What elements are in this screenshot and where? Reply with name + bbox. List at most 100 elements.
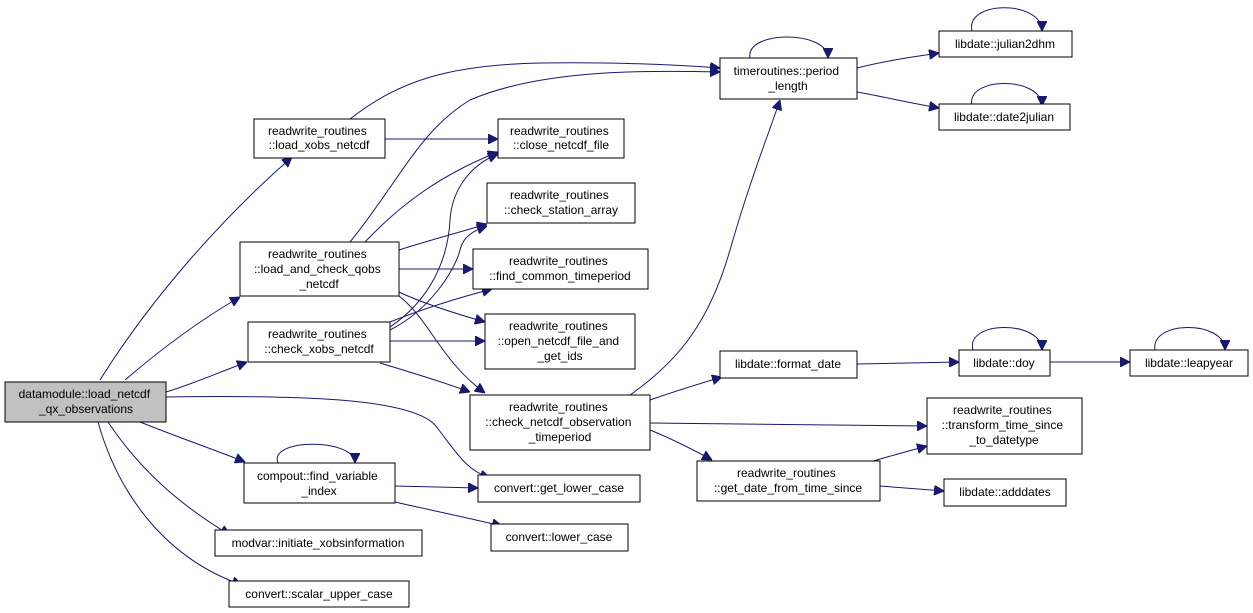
svg-text:modvar::initiate_xobsinformati: modvar::initiate_xobsinformation: [232, 536, 405, 550]
svg-text:compout::find_variable: compout::find_variable _index: [257, 469, 381, 498]
edge: [398, 291, 485, 322]
node-julian2dhm[interactable]: libdate::julian2dhm: [938, 30, 1073, 58]
node-label-line: _qx_observations: [38, 402, 133, 416]
node-label-line: ::check_station_array: [504, 203, 618, 217]
node-get-lower-case[interactable]: convert::get_lower_case: [477, 474, 641, 503]
edge: [749, 36, 828, 59]
node-initiate-xobsinformation[interactable]: modvar::initiate_xobsinformation: [214, 529, 423, 557]
edge: [364, 152, 498, 243]
edge: [394, 501, 502, 526]
svg-text:libdate::adddates: libdate::adddates: [959, 485, 1050, 499]
node-label-line: ::find_common_timeperiod: [489, 269, 630, 283]
edge: [349, 63, 720, 120]
node-label-line: datamodule::load_netcdf: [19, 387, 151, 401]
node-label-line: libdate::adddates: [959, 485, 1050, 499]
node-datamodule-load-netcdf-qx-observations[interactable]: datamodule::load_netcdf _qx_observations: [4, 381, 167, 423]
node-scalar-upper-case[interactable]: convert::scalar_upper_case: [228, 580, 410, 608]
node-label-line: readwrite_routines: [509, 400, 608, 414]
edge: [398, 224, 487, 251]
node-label-line: ::load_xobs_netcdf: [269, 138, 370, 152]
edge: [1154, 327, 1225, 351]
node-label-line: convert::scalar_upper_case: [245, 587, 393, 601]
node-close-netcdf-file[interactable]: readwrite_routines ::close_netcdf_file: [497, 118, 625, 159]
svg-text:convert::scalar_upper_case: convert::scalar_upper_case: [245, 587, 393, 601]
svg-text:readwrite_routines ::l: readwrite_routines ::load_xobs_netcdf: [268, 124, 370, 152]
node-label-line: readwrite_routines: [509, 319, 608, 333]
node-label-line: ::close_netcdf_file: [513, 138, 609, 152]
node-label-line: _timeperiod: [528, 430, 592, 444]
node-label-line: readwrite_routines: [268, 247, 367, 261]
svg-text:timeroutines::period _: timeroutines::period _length: [734, 64, 843, 93]
node-date2julian[interactable]: libdate::date2julian: [938, 103, 1071, 131]
edge: [389, 154, 498, 328]
node-check-netcdf-observation-timeperiod[interactable]: readwrite_routines ::check_netcdf_observ…: [469, 394, 651, 451]
edge: [124, 297, 240, 381]
edge: [869, 446, 927, 463]
node-find-variable-index[interactable]: compout::find_variable _index: [243, 462, 396, 504]
node-lower-case[interactable]: convert::lower_case: [490, 523, 629, 552]
node-label-line: _to_datetype: [968, 433, 1039, 447]
node-label-line: readwrite_routines: [737, 466, 836, 480]
node-leapyear[interactable]: libdate::leapyear: [1129, 349, 1249, 377]
edge: [389, 289, 492, 323]
svg-text:readwrite_routines ::c: readwrite_routines ::check_netcdf_observ…: [485, 400, 634, 444]
svg-text:readwrite_routines ::f: readwrite_routines ::find_common_timeper…: [489, 254, 630, 283]
node-get-date-from-time-since[interactable]: readwrite_routines ::get_date_from_time_…: [696, 460, 881, 502]
svg-text:readwrite_routines ::c: readwrite_routines ::check_xobs_netcdf: [264, 327, 374, 356]
node-label-line: convert::get_lower_case: [494, 481, 624, 495]
node-label-line: readwrite_routines: [510, 188, 609, 202]
node-label-line: readwrite_routines: [268, 327, 367, 341]
edge: [649, 423, 927, 426]
node-open-netcdf-file-and-get-ids[interactable]: readwrite_routines ::open_netcdf_file_an…: [484, 313, 636, 370]
node-label-line: ::load_and_check_qobs: [254, 262, 381, 276]
node-label-line: libdate::date2julian: [954, 110, 1054, 124]
edge: [394, 486, 478, 488]
edge: [107, 421, 230, 535]
node-label-line: libdate::leapyear: [1145, 356, 1233, 370]
edge: [349, 71, 720, 243]
node-find-common-timeperiod[interactable]: readwrite_routines ::find_common_timeper…: [472, 248, 649, 290]
svg-text:readwrite_routines ::l: readwrite_routines ::load_and_check_qobs…: [254, 247, 384, 291]
node-check-station-array[interactable]: readwrite_routines ::check_station_array: [486, 182, 636, 224]
svg-text:readwrite_routines ::c: readwrite_routines ::close_netcdf_file: [510, 124, 612, 152]
node-check-xobs-netcdf[interactable]: readwrite_routines ::check_xobs_netcdf: [247, 321, 391, 363]
node-label-line: readwrite_routines: [268, 124, 367, 138]
edge: [879, 486, 944, 491]
svg-text:libdate::leapyear: libdate::leapyear: [1145, 356, 1233, 370]
node-period-length[interactable]: timeroutines::period _length: [719, 57, 858, 100]
node-label-line: ::check_xobs_netcdf: [264, 342, 374, 356]
edge: [99, 157, 292, 381]
node-label-line: ::open_netcdf_file_and: [498, 334, 619, 348]
node-format-date[interactable]: libdate::format_date: [719, 350, 858, 379]
node-label-line: readwrite_routines: [509, 254, 608, 268]
node-label-line: modvar::initiate_xobsinformation: [232, 536, 405, 550]
node-label-line: _get_ids: [536, 349, 582, 363]
node-label-line: readwrite_routines: [953, 403, 1052, 417]
svg-text:libdate::format_date: libdate::format_date: [735, 357, 841, 371]
edge: [856, 362, 959, 364]
edge: [629, 100, 780, 396]
edge: [165, 362, 247, 393]
svg-text:readwrite_routines ::o: readwrite_routines ::open_netcdf_file_an…: [498, 319, 623, 363]
node-label-line: compout::find_variable: [257, 469, 378, 483]
node-load-xobs-netcdf[interactable]: readwrite_routines ::load_xobs_netcdf: [253, 118, 386, 159]
node-label-line: convert::lower_case: [506, 530, 613, 544]
node-load-and-check-qobs-netcdf[interactable]: readwrite_routines ::load_and_check_qobs…: [239, 241, 400, 297]
node-label-line: libdate::doy: [973, 356, 1034, 370]
svg-text:convert::lower_case: convert::lower_case: [506, 530, 613, 544]
edge: [139, 421, 245, 462]
edge: [649, 429, 712, 460]
node-transform-time-since-to-datetype[interactable]: readwrite_routines ::transform_time_sinc…: [926, 397, 1083, 455]
node-label-line: ::transform_time_since: [942, 418, 1064, 432]
svg-text:convert::get_lower_case: convert::get_lower_case: [494, 481, 624, 495]
node-adddates[interactable]: libdate::adddates: [943, 478, 1067, 507]
node-label-line: _length: [767, 79, 807, 93]
edge: [649, 377, 722, 401]
node-label-line: _netcdf: [298, 277, 339, 291]
node-label-line: timeroutines::period: [734, 64, 839, 78]
svg-text:datamodule::load_netcdf: datamodule::load_netcdf _qx_observations: [19, 387, 154, 416]
node-label-line: libdate::julian2dhm: [955, 37, 1055, 51]
node-doy[interactable]: libdate::doy: [958, 349, 1051, 377]
edge: [97, 421, 242, 585]
